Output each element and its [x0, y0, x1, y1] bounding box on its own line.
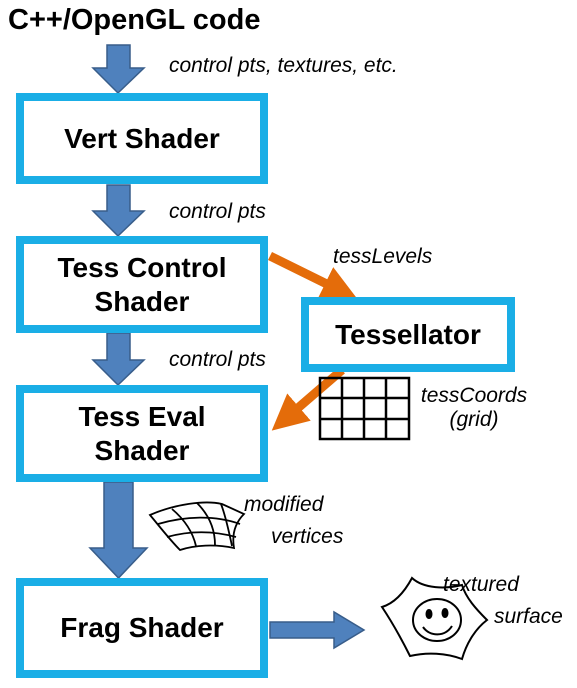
tess-control-shader-box: Tess Control Shader [16, 236, 268, 333]
tess-eval-shader-label: Tess Eval Shader [78, 400, 206, 466]
tess-levels-label: tessLevels [333, 245, 433, 268]
vert-shader-box: Vert Shader [16, 93, 268, 184]
tessellator-label: Tessellator [335, 318, 481, 350]
tess-coords-label: tessCoords (grid) [420, 384, 528, 432]
vertices-label: vertices [271, 525, 344, 548]
frag-shader-label: Frag Shader [60, 612, 224, 643]
flow-arrow-code-to-vert [91, 44, 146, 95]
flow-arrow-tess-control-to-tess-eval [91, 332, 146, 387]
tess-levels-arrow [268, 251, 358, 300]
diagram-title: C++/OpenGL code [8, 4, 261, 36]
frag-shader-box: Frag Shader [16, 578, 268, 678]
tessellator-box: Tessellator [301, 297, 515, 372]
tess-control-shader-label: Tess Control Shader [57, 251, 227, 317]
vert-shader-label: Vert Shader [64, 122, 220, 154]
tess-coords-text: tessCoords [420, 384, 528, 407]
surface-label: surface [494, 605, 563, 628]
tess-coords-grid-text: (grid) [449, 408, 499, 431]
inputs-label: control pts, textures, etc. [169, 54, 398, 77]
control-pts-label-2: control pts [169, 348, 266, 371]
modified-label: modified [244, 493, 324, 516]
textured-label: textured [443, 573, 519, 596]
flow-arrow-frag-to-surface [269, 610, 366, 650]
warped-mesh-icon [148, 501, 246, 552]
flow-arrow-tess-eval-to-frag [88, 481, 149, 580]
control-pts-label-1: control pts [169, 200, 266, 223]
tess-eval-shader-box: Tess Eval Shader [16, 385, 268, 482]
grid-icon [318, 376, 411, 441]
flow-arrow-vert-to-tess-control [91, 184, 146, 238]
smiley-surface-icon [380, 576, 489, 661]
